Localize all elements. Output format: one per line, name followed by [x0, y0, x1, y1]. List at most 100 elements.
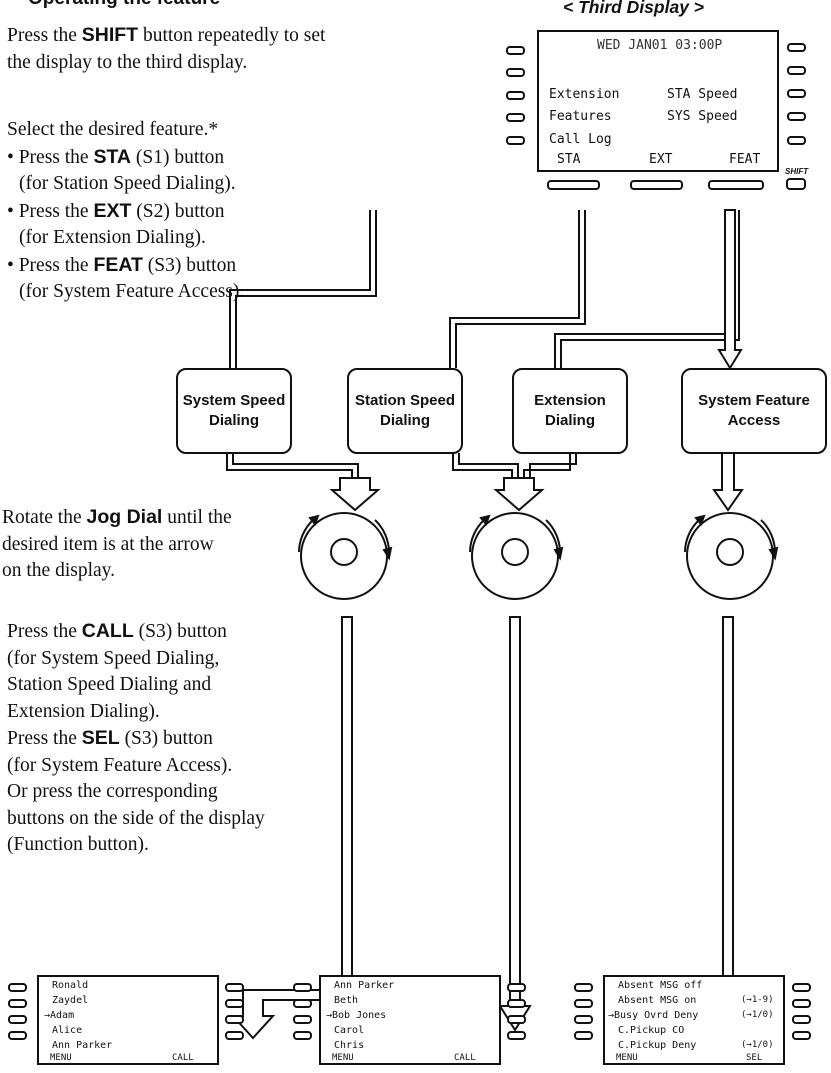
list-item-selected: →Adam	[44, 1010, 75, 1021]
side-key-left-3[interactable]	[8, 1015, 27, 1024]
sel-key-label: SEL	[81, 727, 120, 749]
list-item: Carol	[334, 1025, 365, 1036]
side-key-left-2[interactable]	[293, 999, 312, 1008]
side-key-right-2[interactable]	[787, 66, 806, 75]
side-key-right-4[interactable]	[792, 1031, 811, 1040]
arrow-to-dial-2	[493, 477, 545, 512]
softkey-label-sel: SEL	[746, 1053, 763, 1063]
side-key-left-1[interactable]	[574, 983, 593, 992]
list-item: Zaydel	[52, 995, 89, 1006]
jog-dial-3	[684, 512, 779, 600]
third-display-screen: WED JAN01 03:00P Extension STA Speed Fea…	[537, 30, 779, 172]
item-hint: (→1/0)	[741, 1040, 774, 1050]
jog-dial-label: Jog Dial	[86, 506, 163, 528]
sta-softkey-button[interactable]	[547, 180, 600, 190]
jog-dial-2	[469, 512, 564, 600]
list-item: Ann Parker	[334, 980, 395, 991]
side-key-right-1[interactable]	[225, 983, 244, 992]
feature-box-system-feature-access: System Feature Access	[681, 368, 827, 454]
softkey-label-ext: EXT	[649, 152, 673, 167]
side-key-right-1[interactable]	[507, 983, 526, 992]
side-key-right-3[interactable]	[787, 89, 806, 98]
arrow-to-dial-1	[329, 477, 381, 512]
side-key-left-1[interactable]	[8, 983, 27, 992]
list-item: C.Pickup CO	[618, 1025, 685, 1036]
step-shift-instruction: Press the SHIFT button repeatedly to set…	[7, 24, 326, 73]
side-key-right-3[interactable]	[792, 1015, 811, 1024]
result-screen-3: Absent MSG off Absent MSG on →Busy Ovrd …	[603, 975, 785, 1065]
side-key-right-2[interactable]	[225, 999, 244, 1008]
side-key-right-1[interactable]	[787, 43, 806, 52]
ext-key-label: EXT	[93, 199, 132, 222]
shift-label: SHIFT	[785, 167, 809, 176]
side-key-left-4[interactable]	[293, 1031, 312, 1040]
feature-box-extension-dialing: Extension Dialing	[512, 368, 628, 454]
result-screen-1: Ronald Zaydel →Adam Alice Ann Parker MEN…	[37, 975, 219, 1065]
softkey-label-feat: FEAT	[729, 152, 761, 167]
list-item-selected: →Busy Ovrd Deny	[608, 1010, 699, 1021]
side-key-left-4[interactable]	[8, 1031, 27, 1040]
side-key-left-1[interactable]	[506, 46, 525, 55]
softkey-label-menu: MENU	[50, 1053, 72, 1063]
call-key-label: CALL	[81, 620, 134, 642]
item-hint: (→1-9)	[741, 995, 774, 1005]
arrow-to-dial-3	[712, 452, 744, 512]
side-key-left-2[interactable]	[574, 999, 593, 1008]
display-row-2-left: Features	[549, 109, 612, 124]
list-item: Absent MSG off	[618, 980, 703, 991]
feature-box-system-speed-dialing: System Speed Dialing	[176, 368, 292, 454]
side-key-right-2[interactable]	[792, 999, 811, 1008]
feat-key-label: FEAT	[93, 253, 143, 276]
side-key-left-3[interactable]	[506, 91, 525, 100]
side-key-right-3[interactable]	[507, 1015, 526, 1024]
step-select-feature: Select the desired feature.* • Press the…	[7, 119, 245, 302]
side-key-right-1[interactable]	[792, 983, 811, 992]
sta-key-label: STA	[93, 145, 132, 168]
side-key-right-4[interactable]	[225, 1031, 244, 1040]
softkey-label-call: CALL	[454, 1053, 476, 1063]
ext-softkey-button[interactable]	[630, 180, 683, 190]
list-item: Absent MSG on	[618, 995, 697, 1006]
side-key-left-1[interactable]	[293, 983, 312, 992]
display-row-2-right: SYS Speed	[667, 109, 738, 124]
softkey-label-menu: MENU	[332, 1053, 354, 1063]
list-item: Ronald	[52, 980, 89, 991]
list-item: Chris	[334, 1040, 365, 1051]
feature-box-station-speed-dialing: Station Speed Dialing	[347, 368, 463, 454]
side-key-right-4[interactable]	[787, 112, 806, 121]
side-key-left-3[interactable]	[293, 1015, 312, 1024]
side-key-right-3[interactable]	[225, 1015, 244, 1024]
side-key-left-5[interactable]	[506, 136, 525, 145]
softkey-label-menu: MENU	[616, 1053, 638, 1063]
side-key-left-2[interactable]	[8, 999, 27, 1008]
side-key-left-4[interactable]	[574, 1031, 593, 1040]
page-heading: Operating the feature	[28, 0, 220, 10]
jog-dial-1	[298, 512, 393, 600]
step-jog-dial: Rotate the Jog Dial until the desired it…	[2, 506, 232, 581]
display-row-1-left: Extension	[549, 87, 620, 102]
result-screen-2: Ann Parker Beth →Bob Jones Carol Chris M…	[319, 975, 501, 1065]
side-key-right-4[interactable]	[507, 1031, 526, 1040]
shift-button[interactable]	[786, 178, 806, 190]
third-display-title: < Third Display >	[563, 0, 705, 17]
feat-softkey-button[interactable]	[708, 180, 764, 190]
list-item: C.Pickup Deny	[618, 1040, 697, 1051]
side-key-left-4[interactable]	[506, 113, 525, 122]
display-row-3-left: Call Log	[549, 132, 612, 147]
display-row-1-right: STA Speed	[667, 87, 738, 102]
softkey-label-sta: STA	[557, 152, 581, 167]
display-date-time: WED JAN01 03:00P	[597, 38, 723, 53]
step-call-select: Press the CALL (S3) button (for System S…	[7, 620, 265, 855]
list-item: Ann Parker	[52, 1040, 113, 1051]
list-item-selected: →Bob Jones	[326, 1010, 387, 1021]
side-key-right-5[interactable]	[787, 136, 806, 145]
side-key-left-2[interactable]	[506, 68, 525, 77]
item-hint: (→1/0)	[741, 1010, 774, 1020]
feat-down-arrow	[717, 209, 743, 370]
list-item: Alice	[52, 1025, 83, 1036]
softkey-label-call: CALL	[172, 1053, 194, 1063]
side-key-right-2[interactable]	[507, 999, 526, 1008]
side-key-left-3[interactable]	[574, 1015, 593, 1024]
list-item: Beth	[334, 995, 359, 1006]
